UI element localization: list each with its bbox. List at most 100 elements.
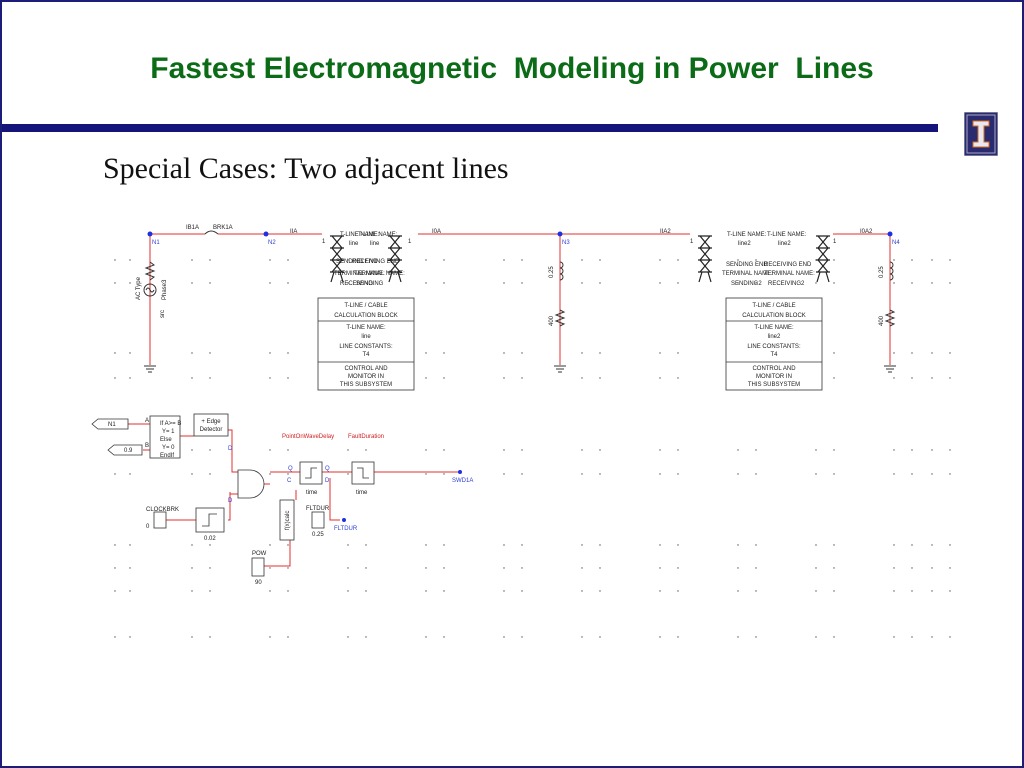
grid-dot (931, 473, 933, 475)
grid-dot (755, 473, 757, 475)
grid-dot (209, 282, 211, 284)
grid-dot (833, 636, 835, 638)
grid-dot (949, 590, 951, 592)
pow-source-block (251, 557, 265, 577)
input-value-tag (107, 444, 143, 456)
tower-icon (330, 235, 830, 283)
resistor-value-right: 400 (879, 315, 885, 326)
node-n4-dot (887, 231, 893, 237)
tline2-port-in: 1 (690, 239, 694, 245)
grid-dot (833, 377, 835, 379)
grid-dot (599, 352, 601, 354)
grid-dot (129, 377, 131, 379)
grid-dot (659, 352, 661, 354)
grid-dot (677, 352, 679, 354)
block1-const: T4 (362, 352, 370, 358)
source-value-label: Phase3 (162, 279, 168, 300)
grid-dot (503, 259, 505, 261)
grid-dot (425, 567, 427, 569)
grid-dot (209, 567, 211, 569)
block1-ctrl1: CONTROL AND (344, 366, 388, 372)
grid-dot (269, 473, 271, 475)
grid-dot (737, 590, 739, 592)
line2-name-b: line2 (778, 241, 791, 247)
ac-source-icon (143, 261, 157, 297)
grid-dot (949, 259, 951, 261)
grid-dot (659, 473, 661, 475)
grid-dot (209, 449, 211, 451)
source-name-label: src (160, 310, 166, 318)
grid-dot (833, 449, 835, 451)
grid-dot (659, 259, 661, 261)
grid-dot (893, 259, 895, 261)
grid-dot (191, 544, 193, 546)
grid-dot (659, 544, 661, 546)
source-type-label: AC Type (136, 276, 142, 300)
grid-dot (209, 377, 211, 379)
grid-dot (365, 282, 367, 284)
grid-dot (737, 259, 739, 261)
grid-dot (443, 544, 445, 546)
grid-dot (677, 590, 679, 592)
grid-dot (949, 636, 951, 638)
grid-dot (893, 636, 895, 638)
fltdur-source-block (311, 511, 325, 529)
grid-dot (269, 636, 271, 638)
grid-dot (911, 449, 913, 451)
grid-dot (599, 282, 601, 284)
grid-dot (347, 473, 349, 475)
grid-dot (755, 544, 757, 546)
line2-name-label-b: T-LINE NAME: (767, 232, 807, 238)
grid-dot (425, 473, 427, 475)
calc-block (279, 499, 295, 541)
cmp-port-a: A (145, 418, 149, 424)
line1-term-b: TERMINAL NAME: (354, 271, 405, 277)
grid-dot (209, 473, 211, 475)
grid-dot (425, 544, 427, 546)
grid-dot (443, 449, 445, 451)
grid-dot (365, 590, 367, 592)
grid-dot (365, 567, 367, 569)
block2-title1: T-LINE / CABLE (752, 303, 795, 309)
grid-dot (931, 377, 933, 379)
grid-dot (911, 282, 913, 284)
control-wires (128, 423, 460, 567)
node-label-n4: N4 (892, 240, 900, 246)
cmp-line-2: Else (160, 437, 172, 443)
grid-dot (581, 473, 583, 475)
grid-dot (755, 636, 757, 638)
grid-dot (815, 449, 817, 451)
input-value-label: 0.9 (124, 448, 133, 454)
grid-dot (503, 590, 505, 592)
grid-dot (114, 259, 116, 261)
grid-dot (521, 352, 523, 354)
grid-dot (365, 259, 367, 261)
grid-dot (893, 282, 895, 284)
grid-dot (815, 567, 817, 569)
grid-dot (114, 282, 116, 284)
grid-dot (599, 636, 601, 638)
grid-dot (521, 449, 523, 451)
grid-dot (755, 590, 757, 592)
grid-dot (737, 473, 739, 475)
clock-label: CLOCKBRK (146, 507, 179, 513)
grid-dot (581, 282, 583, 284)
grid-dot (191, 636, 193, 638)
line1-name-a: line (349, 241, 359, 247)
pow-delay-label: PointOnWaveDelay (282, 434, 334, 440)
grid-dot (114, 544, 116, 546)
block2-const-label: LINE CONSTANTS: (747, 344, 801, 350)
node-n1-dot (147, 231, 153, 237)
grid-dot (365, 449, 367, 451)
block2-ctrl2: MONITOR IN (756, 374, 792, 380)
grid-dot (949, 282, 951, 284)
grid-dot (287, 259, 289, 261)
grid-dot (114, 636, 116, 638)
grid-dot (659, 636, 661, 638)
grid-dot (347, 567, 349, 569)
grid-dot (833, 282, 835, 284)
block1-title2: CALCULATION BLOCK (334, 313, 398, 319)
grid-dot (949, 567, 951, 569)
grid-dot (347, 590, 349, 592)
grid-dot (737, 544, 739, 546)
